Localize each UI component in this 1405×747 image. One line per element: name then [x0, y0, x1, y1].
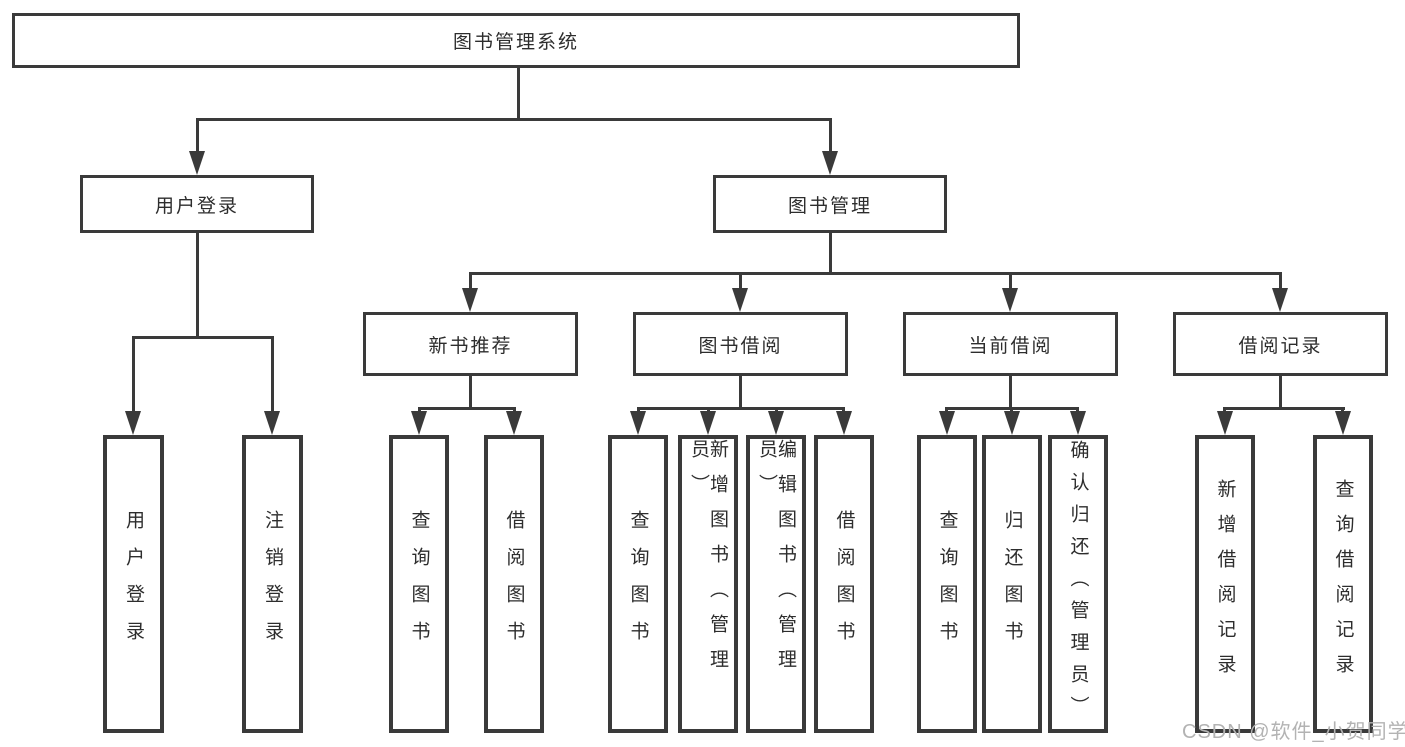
connector-vline: [1009, 272, 1012, 290]
leaf-add-borrow-record-label: 新增借阅记录: [1214, 479, 1236, 689]
node-root-label: 图书管理系统: [452, 32, 579, 53]
arrow-down-icon: [264, 411, 280, 435]
leaf-add-book-admin-label: 新增图书（管理员）: [688, 439, 728, 684]
node-user-login: 用户登录: [80, 175, 314, 233]
connector-vline: [196, 118, 199, 152]
leaf-query-books-recommend: 查询图书: [389, 435, 449, 733]
leaf-query-books-borrow: 查询图书: [608, 435, 668, 733]
connector-hline: [1223, 407, 1345, 410]
leaf-edit-book-admin-label: 编辑图书（管理员）: [756, 439, 796, 684]
arrow-down-icon: [1335, 411, 1351, 435]
connector-vline: [1279, 272, 1282, 290]
node-user-login-label: 用户登录: [154, 195, 239, 217]
node-book-borrow: 图书借阅: [633, 312, 848, 376]
leaf-query-books-current-label: 查询图书: [936, 510, 958, 658]
connector-vline: [829, 118, 832, 152]
leaf-add-book-admin: 新增图书（管理员）: [678, 435, 738, 733]
leaf-query-books-borrow-label: 查询图书: [627, 510, 649, 658]
connector-hline: [637, 407, 845, 410]
arrow-down-icon: [462, 288, 478, 312]
connector-hline: [469, 272, 1281, 275]
node-new-book-recommend: 新书推荐: [363, 312, 578, 376]
arrow-down-icon: [189, 151, 205, 175]
leaf-user-login-label: 用户登录: [123, 510, 144, 658]
arrow-down-icon: [768, 411, 784, 435]
leaf-logout: 注销登录: [242, 435, 303, 733]
leaf-query-books-current: 查询图书: [917, 435, 977, 733]
leaf-confirm-return-admin-label: 确认归还（管理员）: [1067, 440, 1089, 728]
connector-vline: [271, 336, 274, 412]
node-book-management-label: 图书管理: [787, 195, 872, 217]
connector-vline: [1279, 376, 1282, 407]
leaf-edit-book-admin: 编辑图书（管理员）: [746, 435, 806, 733]
connector-vline: [739, 376, 742, 407]
leaf-return-book-label: 归还图书: [1001, 510, 1023, 658]
node-borrow-records: 借阅记录: [1173, 312, 1388, 376]
connector-vline: [517, 68, 520, 118]
leaf-query-borrow-record-label: 查询借阅记录: [1332, 479, 1354, 689]
arrow-down-icon: [732, 288, 748, 312]
connector-vline: [829, 233, 832, 272]
leaf-borrow-books-recommend-label: 借阅图书: [503, 510, 525, 658]
connector-vline: [469, 376, 472, 407]
arrow-down-icon: [700, 411, 716, 435]
arrow-down-icon: [939, 411, 955, 435]
node-new-book-recommend-label: 新书推荐: [428, 335, 513, 357]
arrow-down-icon: [630, 411, 646, 435]
arrow-down-icon: [836, 411, 852, 435]
leaf-return-book: 归还图书: [982, 435, 1042, 733]
arrow-down-icon: [506, 411, 522, 435]
leaf-borrow-books-recommend: 借阅图书: [484, 435, 544, 733]
connector-vline: [739, 272, 742, 290]
connector-hline: [132, 336, 274, 339]
leaf-add-borrow-record: 新增借阅记录: [1195, 435, 1255, 733]
node-borrow-records-label: 借阅记录: [1238, 335, 1323, 357]
connector-vline: [132, 336, 135, 412]
leaf-borrow-books: 借阅图书: [814, 435, 874, 733]
node-book-management: 图书管理: [713, 175, 947, 233]
connector-vline: [196, 233, 199, 336]
leaf-user-login: 用户登录: [103, 435, 164, 733]
connector-hline: [196, 118, 831, 121]
node-root: 图书管理系统: [12, 13, 1020, 68]
node-current-borrow-label: 当前借阅: [968, 335, 1053, 357]
node-book-borrow-label: 图书借阅: [698, 335, 783, 357]
arrow-down-icon: [1002, 288, 1018, 312]
arrow-down-icon: [411, 411, 427, 435]
node-current-borrow: 当前借阅: [903, 312, 1118, 376]
watermark-text: CSDN @软件_小贺同学: [1182, 721, 1405, 743]
leaf-query-borrow-record: 查询借阅记录: [1313, 435, 1373, 733]
connector-vline: [469, 272, 472, 290]
connector-hline: [418, 407, 516, 410]
arrow-down-icon: [1217, 411, 1233, 435]
leaf-logout-label: 注销登录: [262, 510, 283, 658]
arrow-down-icon: [1004, 411, 1020, 435]
leaf-confirm-return-admin: 确认归还（管理员）: [1048, 435, 1108, 733]
connector-vline: [1009, 376, 1012, 407]
arrow-down-icon: [1070, 411, 1086, 435]
arrow-down-icon: [1272, 288, 1288, 312]
leaf-query-books-recommend-label: 查询图书: [408, 510, 430, 658]
arrow-down-icon: [125, 411, 141, 435]
arrow-down-icon: [822, 151, 838, 175]
leaf-borrow-books-label: 借阅图书: [833, 510, 855, 658]
